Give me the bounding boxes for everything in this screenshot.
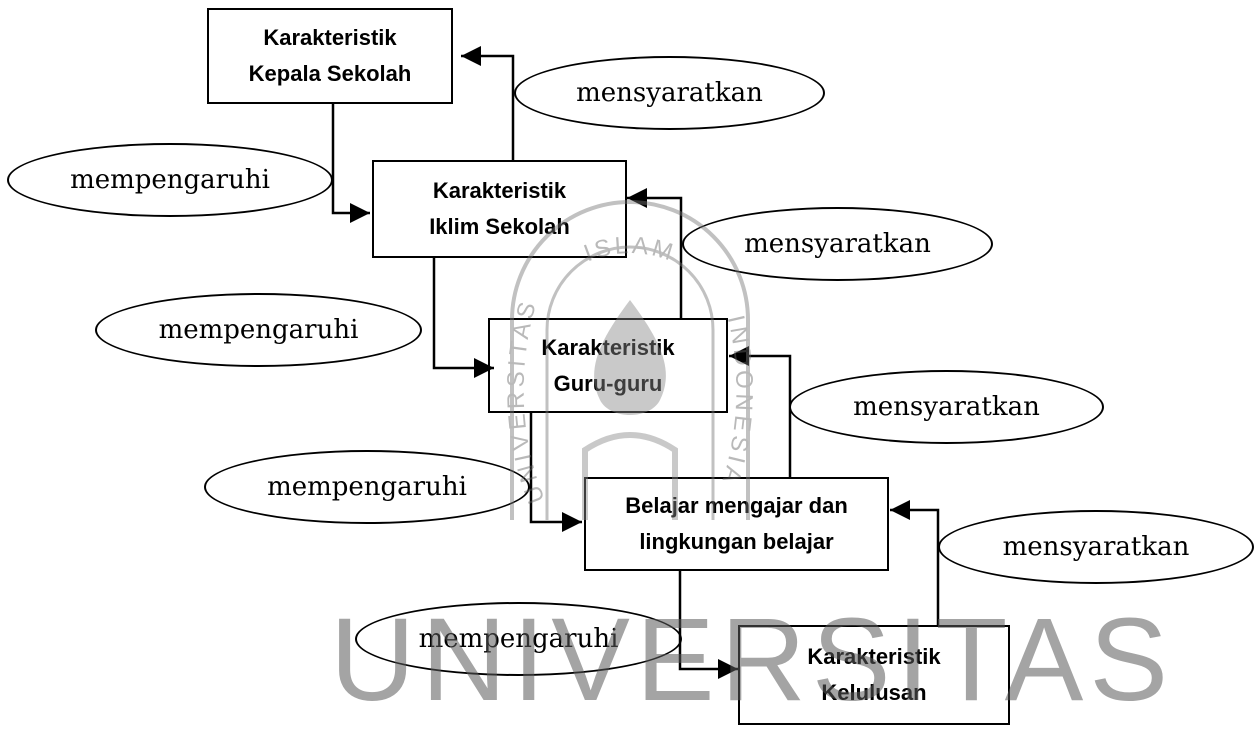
relation-label: mempengaruhi (158, 315, 359, 345)
ellipse-mensyaratkan-3: mensyaratkan (789, 370, 1104, 444)
box-line: Kepala Sekolah (248, 61, 412, 86)
ellipse-mensyaratkan-2: mensyaratkan (682, 207, 993, 281)
relation-label: mensyaratkan (576, 78, 763, 108)
ellipse-mempengaruhi-4: mempengaruhi (355, 602, 682, 676)
arrow-iklim-to-guru (432, 258, 494, 378)
box-line: Karakteristik (432, 178, 567, 203)
ellipse-mensyaratkan-1: mensyaratkan (514, 56, 825, 130)
box-line: Iklim Sekolah (429, 214, 570, 239)
arrow-kepala-to-iklim (331, 104, 370, 223)
box-karakteristik-iklim-sekolah: Karakteristik Iklim Sekolah (372, 160, 627, 258)
arrow-iklim-to-kepala (461, 46, 515, 160)
box-line: Kelulusan (821, 680, 927, 705)
box-karakteristik-kepala-sekolah: Karakteristik Kepala Sekolah (207, 8, 453, 104)
arrow-guru-to-belajar (529, 413, 582, 532)
box-line: lingkungan belajar (639, 529, 834, 554)
relation-label: mempengaruhi (70, 165, 270, 195)
ellipse-mempengaruhi-2: mempengaruhi (95, 293, 422, 367)
arrow-guru-to-iklim (627, 188, 683, 318)
box-line: Karakteristik (807, 644, 941, 669)
box-belajar-mengajar: Belajar mengajar dan lingkungan belajar (584, 477, 889, 571)
box-karakteristik-guru-guru: Karakteristik Guru-guru (488, 318, 728, 413)
arrow-belajar-to-guru (729, 346, 792, 477)
box-line: Karakteristik (541, 334, 675, 360)
ellipse-mempengaruhi-1: mempengaruhi (7, 143, 333, 217)
box-karakteristik-kelulusan: Karakteristik Kelulusan (738, 625, 1010, 725)
box-line: Karakteristik (263, 25, 397, 50)
box-line: Belajar mengajar dan (625, 493, 848, 518)
arrow-belajar-to-kelulusan (678, 571, 738, 679)
ellipse-mensyaratkan-4: mensyaratkan (938, 510, 1254, 584)
relation-label: mempengaruhi (418, 624, 619, 654)
relation-label: mensyaratkan (853, 392, 1040, 422)
relation-label: mensyaratkan (744, 229, 931, 259)
arrow-kelulusan-to-belajar (890, 500, 940, 625)
ellipse-mempengaruhi-3: mempengaruhi (204, 450, 530, 524)
box-line: Guru-guru (553, 370, 663, 396)
relation-label: mempengaruhi (267, 472, 467, 502)
relation-label: mensyaratkan (1002, 532, 1190, 562)
